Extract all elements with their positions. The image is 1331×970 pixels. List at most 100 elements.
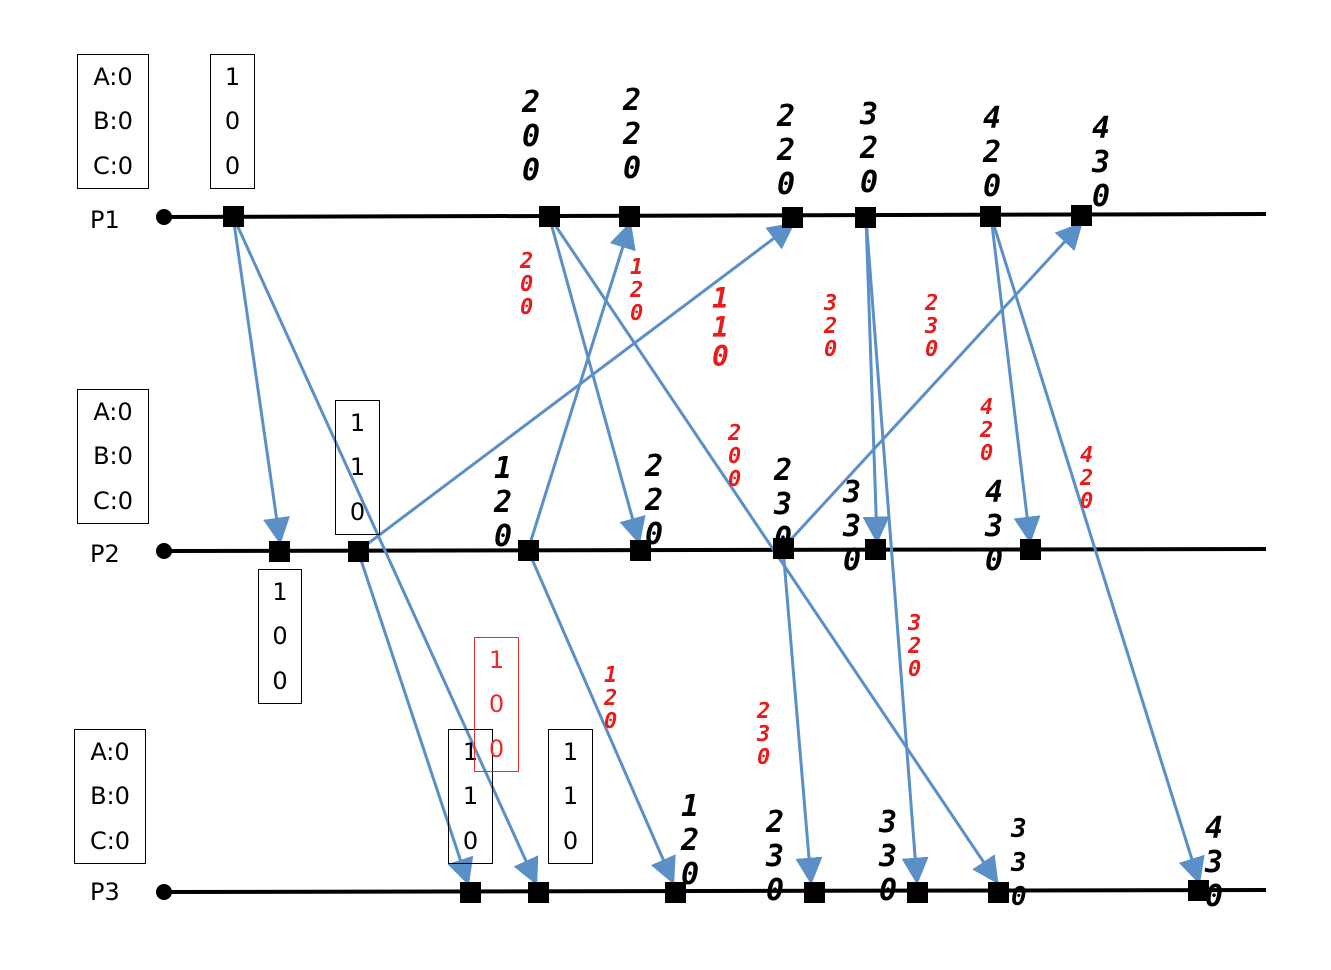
vector-value: 1 [349, 453, 366, 482]
vector-value: 2 [757, 699, 771, 724]
message-arrow [989, 215, 1205, 885]
vector-value: 0 [562, 826, 579, 855]
vector-value: 2 [925, 291, 939, 316]
event-marker [1071, 205, 1092, 226]
vector-value: 2 [681, 823, 700, 858]
event-marker [865, 539, 886, 560]
timeline-p2 [156, 543, 1267, 559]
event-vector: 1 2 0 [681, 790, 699, 892]
vector-value: 2 [630, 278, 644, 303]
event-marker [460, 882, 481, 903]
vector-box: 1 1 0 [548, 729, 593, 864]
vector-value: 0 [860, 165, 879, 200]
vector-value: 0 [488, 734, 505, 763]
event-marker [804, 882, 825, 903]
vector-value: 0 [712, 340, 729, 373]
message-stamp: 1 2 0 [604, 664, 617, 733]
event-vector: 3 2 0 [860, 98, 878, 200]
vector-value: 0 [728, 444, 742, 469]
vector-box: 1 0 0 [210, 54, 255, 189]
vector-value: 2 [983, 135, 1002, 170]
vector-value: 4 [1080, 443, 1094, 468]
message-arrow [864, 217, 929, 885]
initial-state-p1: A:0 B:0 C:0 [77, 54, 149, 189]
state-b: B:0 [93, 107, 133, 136]
message-arrow [526, 549, 676, 885]
vector-value: 4 [1205, 811, 1224, 846]
process-label-p2: P2 [90, 540, 120, 568]
event-marker [980, 206, 1001, 227]
vector-value: 1 [681, 789, 700, 824]
vector-value: 4 [985, 475, 1004, 510]
initial-state-p2: A:0 B:0 C:0 [77, 389, 149, 524]
event-marker [1020, 539, 1041, 560]
vector-value: 3 [1205, 845, 1224, 880]
vector-value: 2 [777, 133, 796, 168]
vector-value: 0 [1205, 879, 1224, 914]
event-vector: 3 3 0 [1011, 812, 1027, 914]
vector-value: 1 [272, 578, 288, 607]
vector-value: 3 [925, 314, 939, 339]
state-c: C:0 [92, 151, 134, 180]
vector-value: 0 [272, 666, 288, 695]
event-marker [348, 541, 369, 562]
message-stamp: 2 0 0 [520, 250, 533, 319]
vector-value: 0 [349, 497, 366, 526]
event-vector: 1 2 0 [494, 452, 512, 554]
message-arrow [862, 217, 890, 544]
event-vector: 2 3 0 [774, 454, 792, 556]
vector-value: 3 [757, 722, 771, 747]
event-marker [518, 540, 539, 561]
vector-value: 2 [522, 85, 541, 120]
state-a: A:0 [93, 63, 133, 92]
vector-box: 1 1 0 [335, 400, 380, 535]
event-marker [269, 541, 290, 562]
message-stamp: 2 3 0 [757, 700, 770, 769]
vector-box: 1 0 0 [258, 569, 302, 704]
vector-value: 0 [985, 543, 1004, 578]
vector-value: 2 [645, 449, 664, 484]
vector-value: 0 [224, 151, 241, 180]
vector-value: 1 [604, 663, 618, 688]
vector-value: 1 [562, 782, 579, 811]
message-arrow [357, 222, 796, 553]
message-arrow [781, 222, 1083, 550]
message-arrow [547, 215, 646, 545]
event-vector: 4 3 0 [1092, 112, 1110, 214]
vector-value: 3 [824, 291, 838, 316]
vector-value: 1 [712, 282, 729, 315]
event-vector: 2 3 0 [766, 806, 784, 908]
state-c: C:0 [92, 486, 134, 515]
message-stamp: 2 0 0 [728, 422, 741, 491]
vector-value: 0 [777, 167, 796, 202]
vector-value: 2 [520, 249, 534, 274]
message-stamp: 4 2 0 [980, 396, 993, 465]
state-b: B:0 [90, 782, 130, 811]
vector-value: 0 [879, 873, 898, 908]
event-marker [539, 206, 560, 227]
event-vector: 2 0 0 [522, 86, 540, 188]
vector-value: 0 [520, 295, 534, 320]
vector-value: 2 [1080, 466, 1094, 491]
vector-value: 0 [908, 657, 922, 682]
vector-value: 2 [777, 99, 796, 134]
vector-value: 0 [462, 826, 479, 855]
event-marker [528, 882, 549, 903]
event-marker [630, 540, 651, 561]
event-marker [855, 207, 876, 228]
vector-value: 2 [623, 83, 642, 118]
vector-value: 3 [879, 839, 898, 874]
timeline-p3 [156, 884, 1267, 900]
process-label-p1: P1 [90, 206, 120, 234]
vector-value: 1 [494, 451, 513, 486]
state-a: A:0 [93, 398, 133, 427]
vector-value: 0 [1011, 882, 1027, 912]
vector-value: 3 [774, 487, 793, 522]
message-stamp: 4 2 0 [1080, 444, 1093, 513]
message-arrow [989, 215, 1041, 544]
vector-value: 1 [630, 255, 644, 280]
event-vector: 3 3 0 [879, 806, 897, 908]
vector-value: 0 [1092, 179, 1111, 214]
vector-value: 1 [712, 311, 729, 344]
vector-value: 0 [520, 272, 534, 297]
